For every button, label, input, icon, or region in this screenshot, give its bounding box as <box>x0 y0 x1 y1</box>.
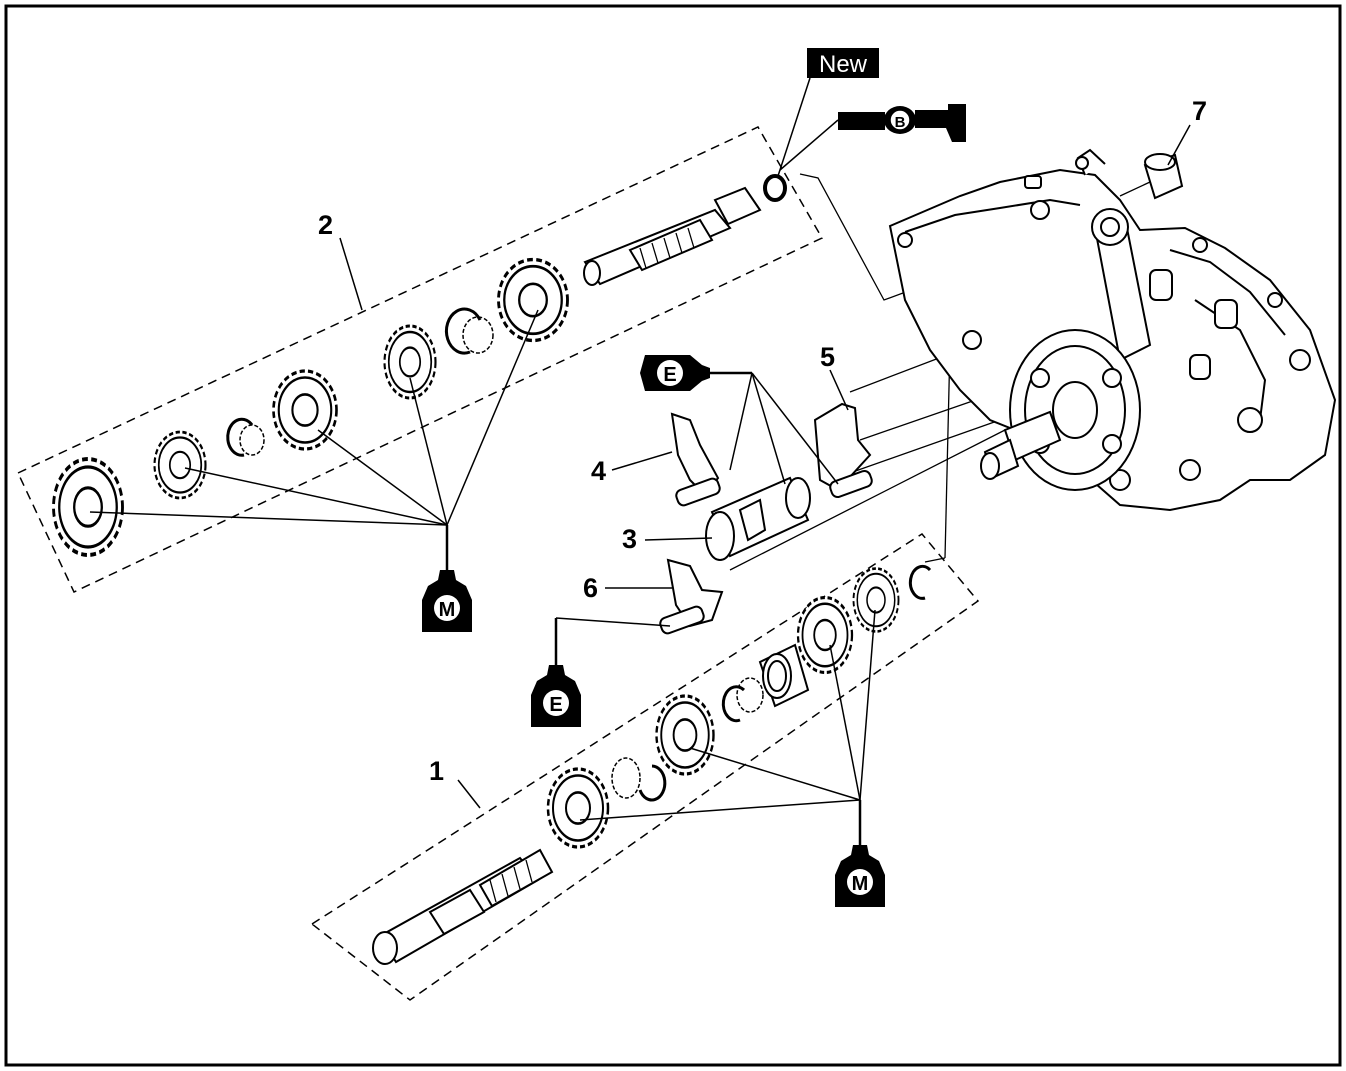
moly-oil-bottle-upper: M <box>422 525 472 632</box>
alignment-lines <box>729 173 1151 571</box>
crankcase <box>888 148 1337 512</box>
bearing-7 <box>1143 153 1184 200</box>
shaft-1-parts <box>372 564 932 965</box>
engine-oil-symbol-lower: E <box>549 694 562 716</box>
callout-7: 7 <box>1192 96 1207 126</box>
new-badge-text: New <box>819 51 868 78</box>
shift-mechanism <box>659 402 873 635</box>
engine-oil-bottle-lower: E <box>531 618 581 727</box>
new-part-badge: New <box>807 48 879 78</box>
moly-symbol-lower: M <box>852 873 869 895</box>
callout-1: 1 <box>429 756 444 786</box>
engine-oil-symbol-upper: E <box>663 364 676 386</box>
moly-symbol-upper: M <box>439 599 456 621</box>
moly-oil-bottle-lower: M <box>835 800 885 907</box>
grease-symbol-letter: B <box>895 114 906 131</box>
engine-oil-bottle-upper: E <box>640 355 752 391</box>
callout-5: 5 <box>820 342 835 372</box>
callout-4: 4 <box>591 456 606 486</box>
callout-2: 2 <box>318 210 333 240</box>
shaft-2-group-outline <box>17 126 824 593</box>
shaft-2-parts <box>54 174 787 555</box>
leader-lines <box>89 77 1191 821</box>
callout-3: 3 <box>622 524 637 554</box>
shaft-1-group-outline <box>310 533 980 1001</box>
grease-gun-symbol: B <box>838 104 966 142</box>
page-border <box>4 4 1342 1067</box>
callout-6: 6 <box>583 573 598 603</box>
